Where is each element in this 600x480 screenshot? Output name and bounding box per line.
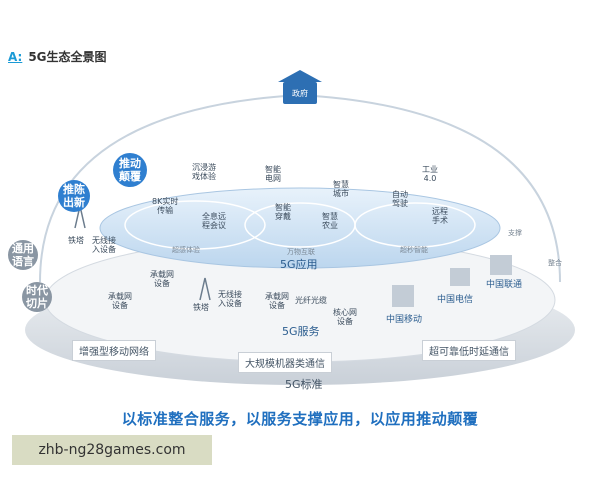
application-layer	[99, 187, 501, 269]
standard-layer-label: 5G标准	[285, 378, 323, 391]
svc-carrier-1: 承载网 设备	[150, 270, 174, 288]
svc-tower-2: 铁塔	[193, 303, 209, 312]
slogan: 以标准整合服务，以服务支撑应用，以应用推动颠覆	[121, 410, 479, 428]
title-prefix: A:	[8, 50, 23, 64]
svc-optical: 光纤光缆	[295, 296, 327, 305]
zone-ultra	[124, 200, 266, 250]
operator-telecom: 中国电信	[437, 295, 474, 305]
zone-seconds	[354, 202, 476, 248]
government-label: 政府	[292, 89, 308, 98]
factory-icon-1	[450, 268, 470, 286]
app-wearable: 智能 穿戴	[275, 203, 291, 221]
bubble-era-split: 时代 切片	[22, 282, 52, 312]
band-mmtc: 大规模机器类通信	[238, 352, 332, 373]
factory-icon-3	[392, 285, 414, 307]
operator-unicom: 中国联通	[486, 280, 523, 290]
zone-label-ultra: 超感体验	[172, 246, 200, 254]
watermark-banner: zhb-ng28games.com	[12, 435, 212, 465]
operator-mobile: 中国移动	[386, 315, 423, 325]
bubble-innovate: 推陈 出新	[58, 180, 90, 212]
title-text: 5G生态全景图	[28, 50, 107, 64]
government-icon	[278, 70, 322, 104]
page-title: A: 5G生态全景图	[8, 48, 107, 65]
svc-core: 核心网 设备	[333, 308, 357, 326]
services-layer-label: 5G服务	[282, 325, 320, 338]
zone-label-seconds: 超秒智能	[400, 246, 428, 254]
app-agri: 智慧 农业	[322, 212, 338, 230]
zone-label-iot: 万物互联	[287, 248, 315, 256]
app-auto-drive: 自动 驾驶	[392, 190, 408, 208]
svc-wireless-2: 无线接 入设备	[218, 290, 242, 308]
band-embb: 增强型移动网络	[72, 340, 156, 361]
svc-carrier-2: 承载网 设备	[108, 292, 132, 310]
app-holo-meeting: 全息远 程会议	[202, 212, 226, 230]
tower-icon-2	[199, 277, 211, 301]
app-industry: 工业 4.0	[422, 165, 438, 183]
svc-wireless-1: 无线接 入设备	[92, 236, 116, 254]
svc-carrier-3: 承载网 设备	[265, 292, 289, 310]
app-immersive: 沉浸游 戏体验	[192, 163, 216, 181]
bubble-common-language: 通用 语言	[8, 240, 38, 270]
app-remote-surgery: 远程 手术	[432, 207, 448, 225]
side-integrate: 整合	[548, 259, 562, 267]
factory-icon-2	[490, 255, 512, 275]
app-grid: 智能 电网	[265, 165, 281, 183]
band-urllc: 超可靠低时延通信	[422, 340, 516, 361]
side-support: 支撑	[508, 229, 522, 237]
svc-tower-1: 铁塔	[68, 236, 84, 245]
app-8k: 8K实时 传输	[152, 197, 179, 215]
apps-layer-label: 5G应用	[280, 258, 318, 271]
app-smart-city: 智慧 城市	[333, 180, 349, 198]
bubble-drive-disrupt: 推动 颠覆	[113, 153, 147, 187]
